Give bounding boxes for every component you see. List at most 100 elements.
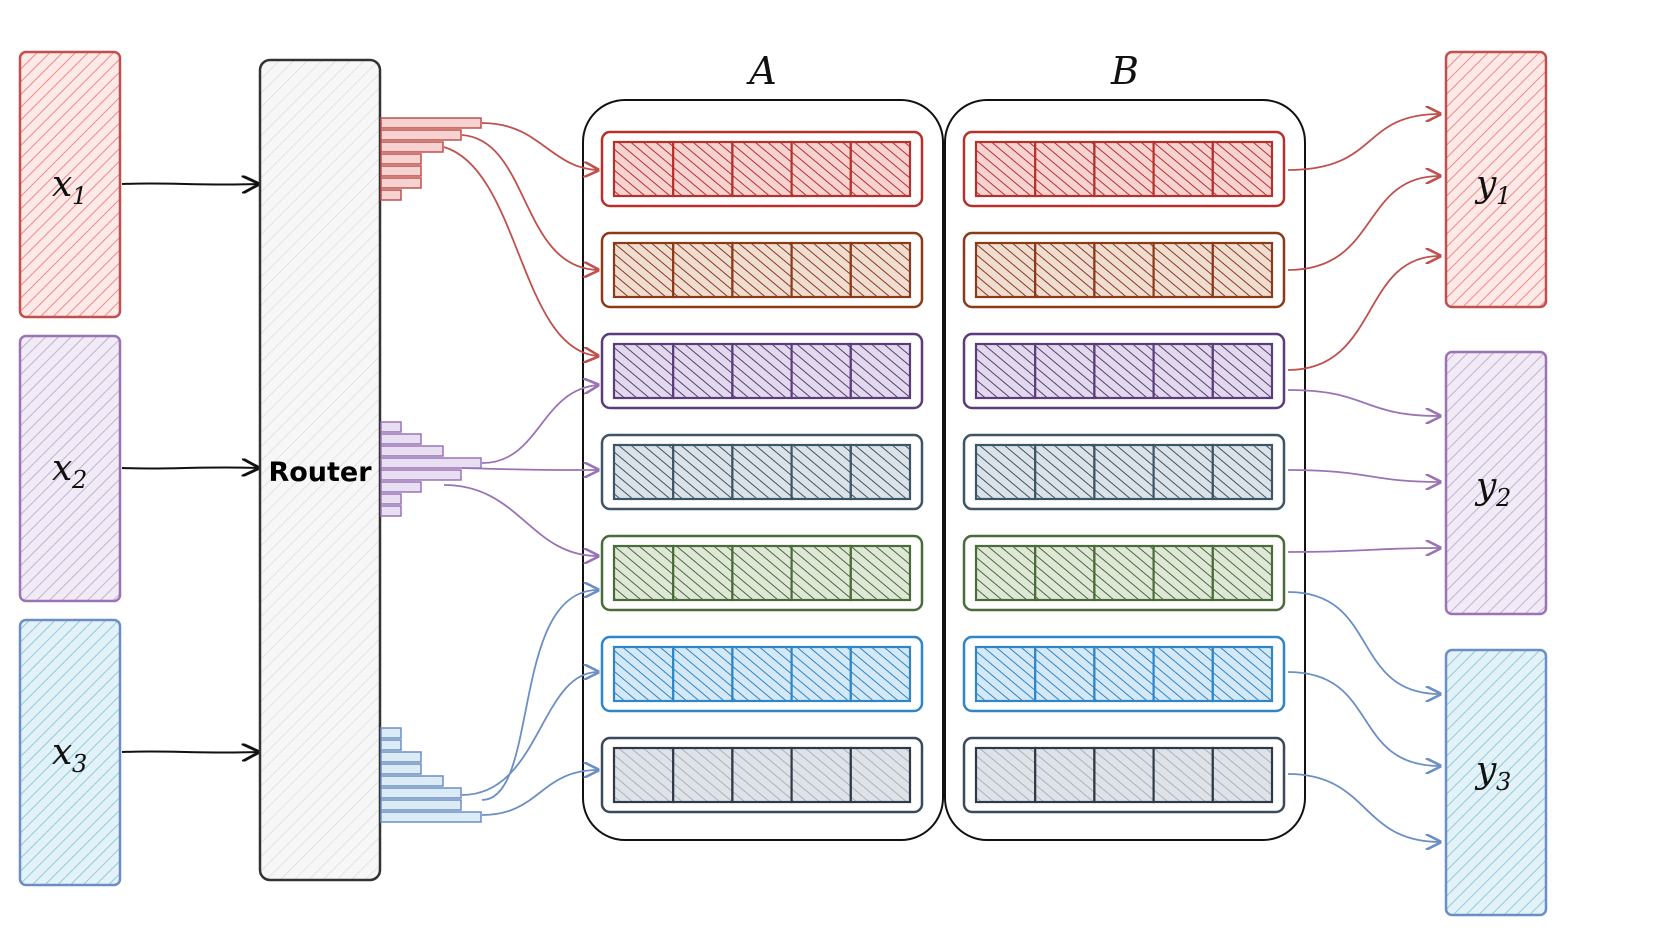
expert-cell (1152, 241, 1214, 299)
expert-cell (974, 645, 1037, 703)
expert-cell (1211, 443, 1274, 501)
expert-cell (1034, 443, 1096, 501)
expert-cell (790, 443, 852, 501)
expert-cell (1211, 544, 1274, 602)
expert-row-b-4 (962, 433, 1286, 511)
expert-row-b-3 (962, 332, 1286, 410)
expert-cell (790, 645, 852, 703)
expert-cell (974, 443, 1037, 501)
output-y2-sub: 2 (1495, 484, 1511, 512)
expert-cell (1034, 140, 1096, 198)
output-y1: y 1 (1444, 50, 1548, 309)
expert-cell (1211, 645, 1274, 703)
expert-cell (1211, 342, 1274, 400)
expert-cell (1093, 241, 1155, 299)
expert-cell (974, 544, 1037, 602)
expert-cell (731, 342, 793, 400)
output-y3-sub: 3 (1496, 768, 1511, 796)
expert-cell (672, 746, 734, 804)
expert-cell (849, 241, 912, 299)
combine-arrows-y3 (1287, 591, 1440, 842)
combine-arrows-y1 (1287, 114, 1440, 371)
router-scores-x3 (380, 727, 482, 823)
expert-cell (1211, 241, 1274, 299)
expert-cell (672, 443, 734, 501)
expert-cell (1093, 342, 1155, 400)
expert-cell (1152, 140, 1214, 198)
input-x1: x 1 (18, 50, 122, 319)
expert-cell (1034, 645, 1096, 703)
expert-cell (849, 342, 912, 400)
expert-cell (731, 645, 793, 703)
expert-cell (672, 544, 734, 602)
expert-cell (974, 342, 1037, 400)
expert-cell (731, 746, 793, 804)
expert-cell (1034, 544, 1096, 602)
output-y2-var: y (1474, 466, 1497, 507)
expert-cell (731, 241, 793, 299)
expert-row-a-6 (600, 635, 924, 713)
expert-cell (731, 140, 793, 198)
input-x2-sub: 2 (71, 466, 87, 494)
expert-row-b-1 (962, 130, 1286, 208)
expert-cell (849, 140, 912, 198)
expert-row-a-3 (600, 332, 924, 410)
expert-cell (974, 746, 1037, 804)
expert-cell (849, 443, 912, 501)
output-y3: y 3 (1444, 648, 1548, 917)
expert-cell (1152, 544, 1214, 602)
expert-cell (612, 544, 675, 602)
output-y1-var: y (1474, 164, 1497, 205)
output-y3-var: y (1474, 750, 1497, 791)
input-x3-sub: 3 (72, 750, 87, 778)
expert-cell (1093, 140, 1155, 198)
input-x1-sub: 1 (72, 182, 87, 210)
expert-cell (974, 140, 1037, 198)
expert-cell (790, 140, 852, 198)
expert-cell (1152, 443, 1214, 501)
arrow-x2-router (121, 467, 258, 468)
input-x2-var: x (52, 448, 72, 489)
input-x3-var: x (52, 732, 72, 773)
expert-cell (672, 140, 734, 198)
expert-row-a-4 (600, 433, 924, 511)
expert-cell (1152, 645, 1214, 703)
arrow-x1-router (121, 183, 258, 184)
group-b-label: B (1110, 49, 1139, 93)
router-scores-x2 (380, 421, 482, 517)
expert-cell (731, 544, 793, 602)
expert-row-b-5 (962, 534, 1286, 612)
expert-cell (612, 746, 675, 804)
expert-cell (1034, 241, 1096, 299)
expert-cell (612, 645, 675, 703)
expert-cell (849, 544, 912, 602)
expert-cell (612, 140, 675, 198)
dispatch-arrows-x3 (461, 590, 598, 816)
expert-cell (974, 241, 1037, 299)
group-a-label: A (746, 49, 776, 93)
expert-cell (1093, 645, 1155, 703)
expert-cell (790, 241, 852, 299)
expert-cell (672, 645, 734, 703)
expert-row-b-7 (962, 736, 1286, 814)
expert-cell (1211, 746, 1274, 804)
expert-cell (612, 342, 675, 400)
dispatch-arrows-x2 (443, 385, 598, 556)
expert-cell (731, 443, 793, 501)
expert-rows (600, 130, 1286, 814)
expert-row-b-6 (962, 635, 1286, 713)
expert-cell (1034, 342, 1096, 400)
expert-cell (1034, 746, 1096, 804)
expert-cell (1152, 342, 1214, 400)
router: Router (258, 58, 382, 882)
input-x2: x 2 (18, 334, 122, 603)
expert-row-a-1 (600, 130, 924, 208)
expert-row-a-7 (600, 736, 924, 814)
output-y1-sub: 1 (1496, 182, 1511, 210)
combine-arrows-y2 (1287, 389, 1440, 552)
expert-cell (849, 746, 912, 804)
output-y2: y 2 (1444, 350, 1548, 616)
expert-cell (612, 443, 675, 501)
dispatch-arrows-x1 (443, 122, 598, 356)
expert-cell (672, 342, 734, 400)
